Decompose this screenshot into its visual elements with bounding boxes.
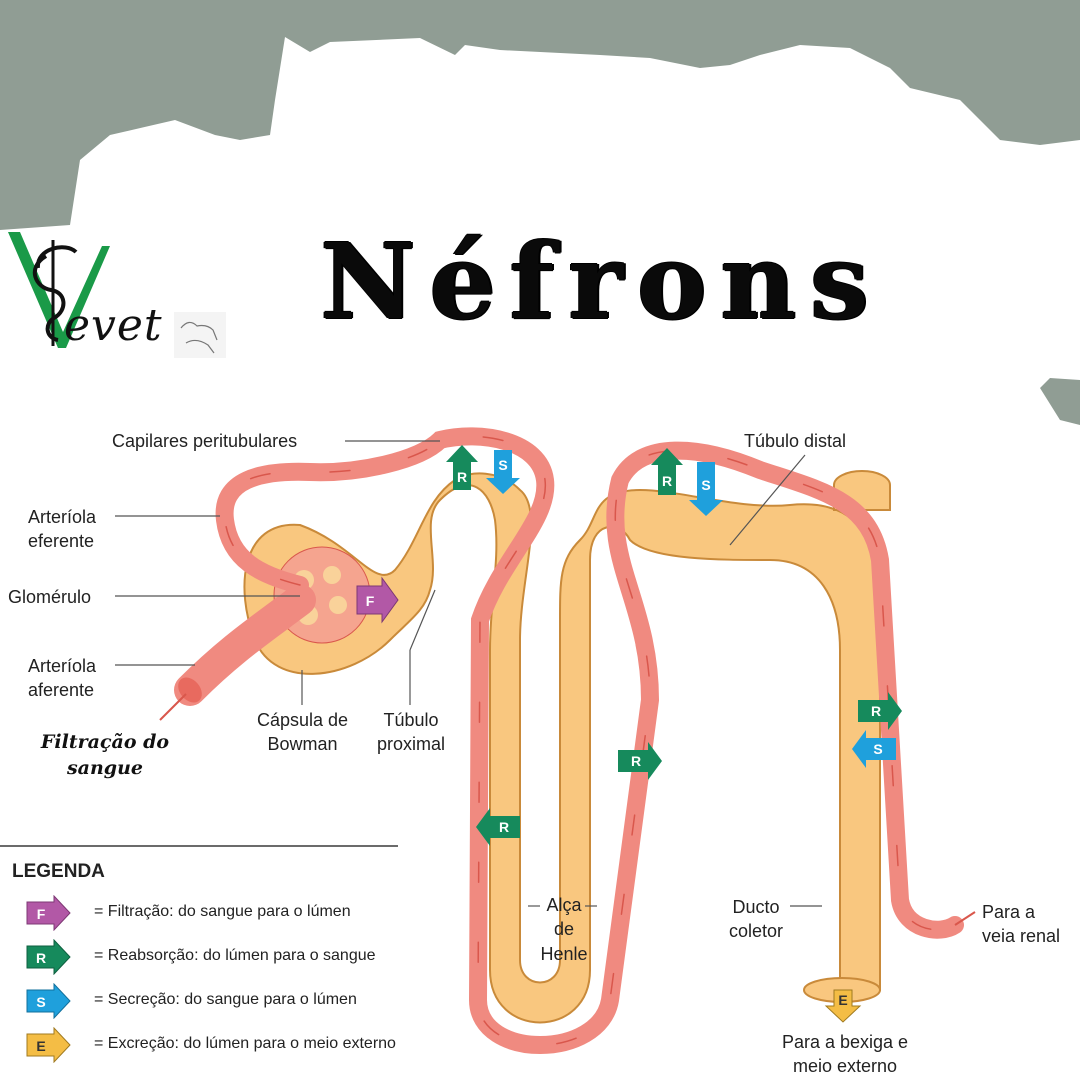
label-line: Túbulo xyxy=(383,710,439,730)
label-tubulo-proximal: Túbulo proximal xyxy=(366,708,456,757)
label-bexiga: Para a bexiga e meio externo xyxy=(760,1030,930,1079)
annotation-filtracao-do-sangue: Filtração do sangue xyxy=(20,730,190,781)
svg-text:F: F xyxy=(37,906,46,922)
label-line: meio externo xyxy=(792,1056,898,1077)
legend-divider xyxy=(0,845,398,847)
label-line: veia renal xyxy=(982,926,1061,947)
label-line: Para a xyxy=(982,902,1036,922)
arrow-S-duct xyxy=(852,730,896,768)
page-title: Néfrons xyxy=(320,219,883,343)
svg-text:S: S xyxy=(873,741,882,757)
svg-text:R: R xyxy=(457,469,467,485)
annotation-line: sangue xyxy=(66,756,143,779)
animals-icon xyxy=(174,312,226,358)
arrow-F xyxy=(356,576,399,624)
svg-text:R: R xyxy=(499,819,509,835)
label-veia-renal: Para a veia renal xyxy=(982,900,1060,949)
label-line: Para a bexiga e xyxy=(781,1032,909,1052)
svg-text:R: R xyxy=(36,950,46,966)
leader-lines xyxy=(115,440,822,907)
label-line: coletor xyxy=(728,921,784,942)
svg-text:R: R xyxy=(631,753,641,769)
label-arteriola-aferente: Arteríola aferente xyxy=(28,654,96,703)
label-alca-de-henle: Alça de Henle xyxy=(536,893,592,966)
reabsorption-arrow-icon: R xyxy=(26,939,71,975)
label-tubulo-distal: Túbulo distal xyxy=(744,431,847,451)
label-line: Arteríola xyxy=(28,656,97,676)
nephron-diagram: F R S R S R S R R E xyxy=(115,427,976,1054)
svg-text:R: R xyxy=(871,703,881,719)
arrow-R-distal xyxy=(651,448,683,495)
arrow-S-distal xyxy=(689,462,723,516)
filtration-arrow-icon: F xyxy=(26,895,71,931)
blood-vessel xyxy=(174,427,964,1054)
tubule xyxy=(243,470,891,1024)
arrow-E xyxy=(824,989,862,1023)
arrow-R-descending xyxy=(476,808,520,846)
label-ducto-coletor: Ducto coletor xyxy=(718,895,794,944)
label-line: eferente xyxy=(28,531,95,552)
legend-text: = Filtração: do sangue para o lúmen xyxy=(94,903,351,920)
label-line: Arteríola xyxy=(28,507,97,527)
excretion-arrow-icon: E xyxy=(26,1027,71,1063)
arrow-R-proximal xyxy=(446,445,478,490)
svg-text:S: S xyxy=(36,994,45,1010)
label-line: Bowman xyxy=(267,734,338,755)
label-line: aferente xyxy=(28,680,95,701)
label-line: Ducto xyxy=(732,897,780,917)
logo-text: evet xyxy=(64,300,163,351)
legend-text: = Reabsorção: do lúmen para o sangue xyxy=(94,947,376,964)
arrow-R-duct xyxy=(858,692,902,730)
label-arteriola-eferente: Arteríola eferente xyxy=(28,505,96,554)
svg-text:R: R xyxy=(662,473,672,489)
annotation-line: Filtração do xyxy=(40,731,170,753)
svg-text:E: E xyxy=(36,1038,45,1054)
vevet-logo xyxy=(8,232,226,358)
label-line: proximal xyxy=(376,734,446,755)
label-glomerulo: Glomérulo xyxy=(8,587,92,607)
label-line: Alça xyxy=(546,895,582,915)
legend-text: = Secreção: do sangue para o lúmen xyxy=(94,991,357,1008)
svg-text:S: S xyxy=(498,457,507,473)
label-line: Cápsula de xyxy=(256,710,349,730)
logo-v-shape xyxy=(8,232,110,348)
secretion-arrow-icon: S xyxy=(26,983,71,1019)
legend-text: = Excreção: do lúmen para o meio externo xyxy=(94,1035,396,1052)
svg-text:E: E xyxy=(838,992,847,1008)
label-capsula-bowman: Cápsula de Bowman xyxy=(245,708,360,757)
label-line: de xyxy=(553,919,575,940)
label-line: Henle xyxy=(540,943,588,964)
arrow-R-ascending xyxy=(618,742,662,780)
svg-text:F: F xyxy=(366,593,375,609)
svg-text:S: S xyxy=(701,477,710,493)
legend-title: LEGENDA xyxy=(12,861,105,882)
arrow-S-proximal xyxy=(486,450,520,494)
label-capilares-peritubulares: Capilares peritubulares xyxy=(112,431,298,451)
